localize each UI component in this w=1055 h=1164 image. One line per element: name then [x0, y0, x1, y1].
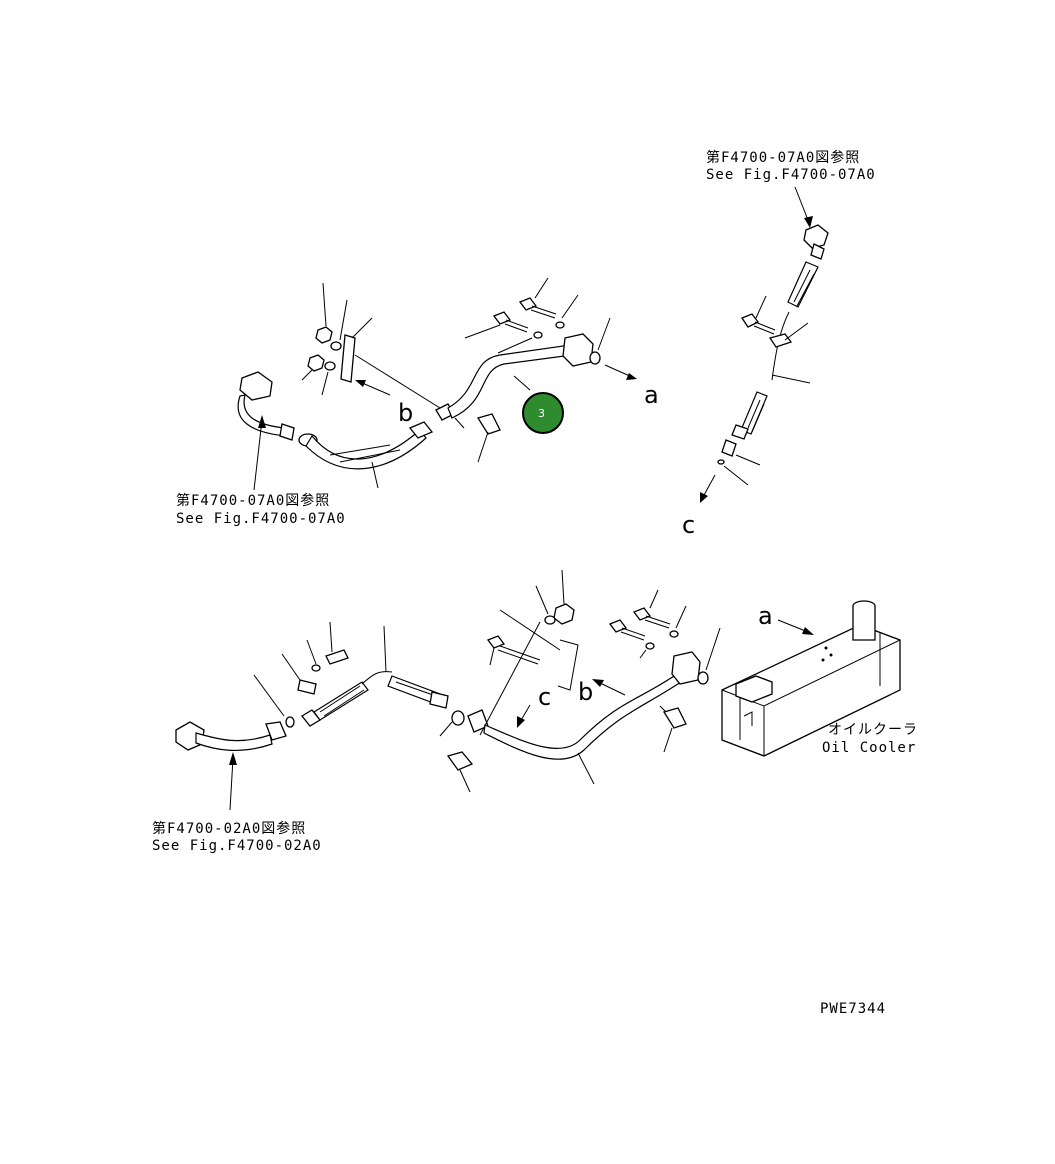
ref-top-right-en: See Fig.F4700-07A0 [706, 167, 876, 183]
callout-number: 3 [538, 407, 545, 420]
marker-a-bottom: a [758, 602, 773, 630]
marker-b-bottom: b [578, 678, 593, 706]
ref-bottom-left-jp: 第F4700-02A0図参照 [152, 820, 306, 837]
marker-c-top: c [682, 511, 695, 539]
bottom-tube-assembly: 第F4700-02A0図参照 See Fig.F4700-02A0 [152, 569, 918, 854]
ref-bottom-left-en: See Fig.F4700-02A0 [152, 838, 322, 854]
top-left-tube-assembly: 第F4700-07A0図参照 See Fig.F4700-07A0 b [176, 277, 659, 527]
oil-cooler-label-en: Oil Cooler [822, 740, 916, 756]
ref-top-left-en: See Fig.F4700-07A0 [176, 511, 346, 527]
oil-cooler-label-jp: オイルクーラ [828, 722, 918, 738]
callout-badge[interactable]: 3 [522, 392, 564, 434]
marker-a-top: a [644, 381, 659, 409]
top-right-hose-assembly: 第F4700-07A0図参照 See Fig.F4700-07A0 c [682, 149, 876, 539]
marker-c-bottom: c [538, 683, 551, 711]
oil-cooler [721, 600, 901, 757]
ref-top-left-jp: 第F4700-07A0図参照 [176, 492, 330, 509]
drawing-code: PWE7344 [820, 1001, 886, 1017]
ref-top-right-jp: 第F4700-07A0図参照 [706, 149, 860, 166]
marker-b-top: b [398, 399, 413, 427]
